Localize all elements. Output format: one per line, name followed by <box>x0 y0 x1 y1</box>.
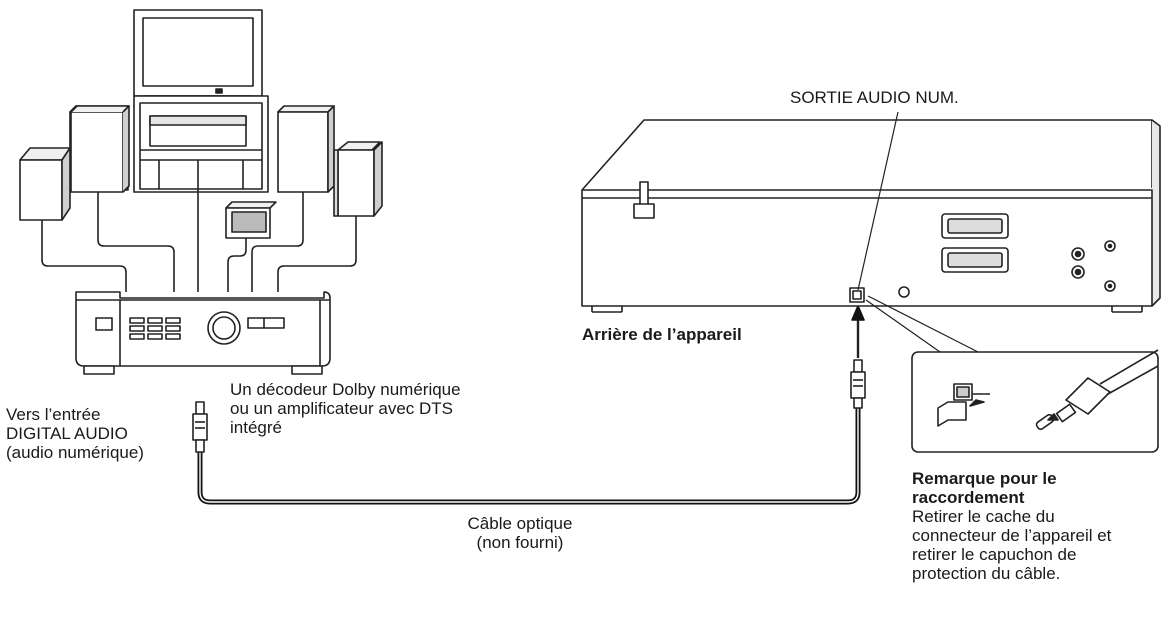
remarque-title-2: raccordement <box>912 488 1025 507</box>
device-rear-panel-icon <box>581 119 1161 313</box>
speaker-rear-left-icon <box>19 147 71 221</box>
vers-label: Vers l’entrée DIGITAL AUDIO (audio numér… <box>6 405 144 462</box>
device-rear-label: Arrière de l’appareil <box>582 325 742 344</box>
decoder-line-1: Un décodeur Dolby numérique <box>230 380 461 399</box>
vers-line-1: Vers l’entrée <box>6 405 101 424</box>
remarque-body-3: retirer le capuchon de <box>912 545 1077 564</box>
speaker-front-left-icon <box>69 105 130 193</box>
remarque-note: Remarque pour le raccordement Retirer le… <box>912 469 1111 583</box>
sortie-leader-line <box>857 111 899 291</box>
optical-cable <box>197 408 861 505</box>
speaker-wires <box>41 160 357 292</box>
decoder-line-3: intégré <box>230 418 282 437</box>
vers-line-2: DIGITAL AUDIO <box>6 424 128 443</box>
remarque-body-4: protection du câble. <box>912 564 1061 583</box>
sortie-label: SORTIE AUDIO NUM. <box>790 88 959 107</box>
speaker-center-icon <box>225 201 277 239</box>
remarque-title-1: Remarque pour le <box>912 469 1057 488</box>
connect-arrow-icon <box>851 305 865 358</box>
detail-callout <box>865 295 1159 453</box>
rack-icon <box>133 95 269 193</box>
remarque-body-2: connecteur de l’appareil et <box>912 526 1112 545</box>
decoder-line-2: ou un amplificateur avec DTS <box>230 399 453 418</box>
optical-plug-left-icon <box>192 401 208 453</box>
cable-line-2: (non fourni) <box>476 533 564 552</box>
tv-icon <box>133 9 263 97</box>
speaker-rear-right-icon <box>333 141 383 217</box>
remarque-body-1: Retirer le cache du <box>912 507 1055 526</box>
cable-line-1: Câble optique <box>467 514 573 533</box>
cable-label: Câble optique (non fourni) <box>440 514 600 552</box>
vers-line-3: (audio numérique) <box>6 443 144 462</box>
optical-plug-right-icon <box>850 359 866 409</box>
amplifier-icon <box>75 291 331 375</box>
decoder-label: Un décodeur Dolby numérique ou un amplif… <box>230 380 461 437</box>
speaker-front-right-icon <box>277 105 335 193</box>
